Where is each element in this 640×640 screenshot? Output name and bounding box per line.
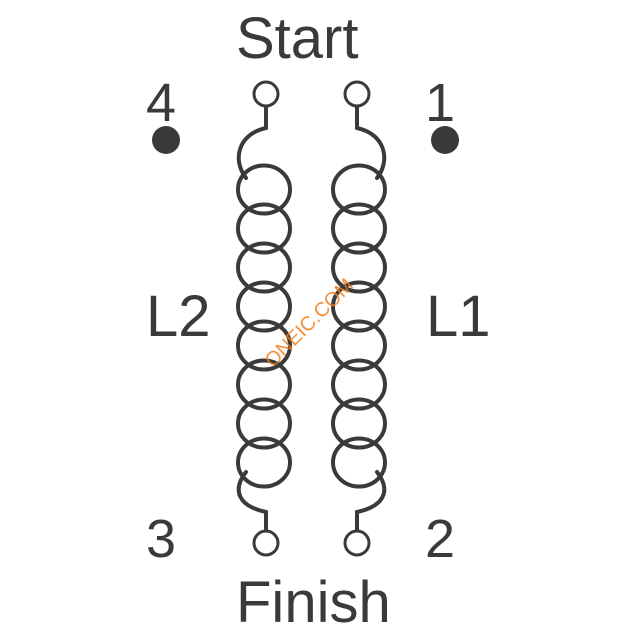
pin-label-4: 4 — [146, 73, 177, 133]
coil-left-loops — [236, 163, 293, 489]
coil-left-bottom-arc — [236, 470, 268, 514]
coil-right-loops — [331, 163, 388, 489]
pin-label-3: 3 — [146, 509, 177, 569]
label-finish: Finish — [236, 570, 391, 635]
polarity-dot-right — [431, 126, 459, 154]
coil-right-top-arc — [355, 126, 387, 180]
coil-right — [331, 104, 388, 532]
pin-label-1: 1 — [425, 73, 456, 133]
coil-label-l2: L2 — [146, 284, 211, 349]
coil-right-bottom-arc — [355, 470, 387, 514]
terminal-top-left — [252, 80, 280, 108]
terminal-bottom-left — [252, 529, 280, 557]
terminal-bottom-right — [343, 529, 371, 557]
coil-left — [236, 104, 293, 532]
pin-label-2: 2 — [425, 509, 456, 569]
label-start: Start — [236, 6, 359, 71]
terminal-top-right — [343, 80, 371, 108]
polarity-dot-left — [152, 126, 180, 154]
coil-label-l1: L1 — [426, 284, 491, 349]
coil-left-top-arc — [236, 126, 268, 180]
